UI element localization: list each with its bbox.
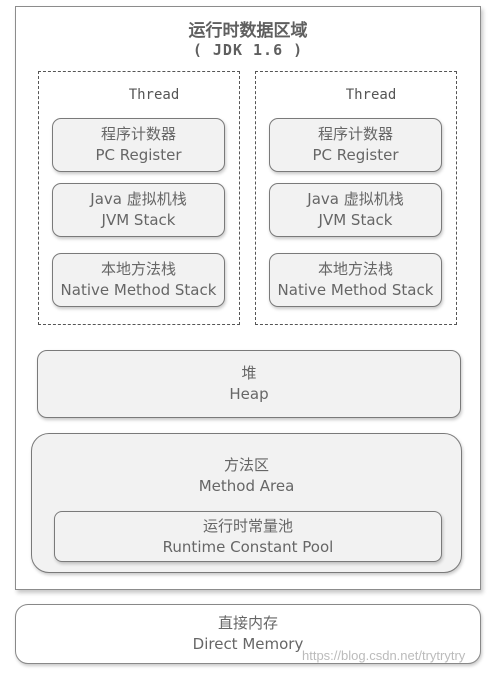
heap-box: 堆 Heap — [37, 350, 461, 418]
direct-memory-box: 直接内存 Direct Memory — [15, 604, 481, 664]
constant-pool-en-label: Runtime Constant Pool — [162, 537, 334, 556]
watermark-text: https://blog.csdn.net/trytrytry — [302, 648, 466, 663]
jvm-stack-cn-label: Java 虚拟机栈 — [90, 190, 187, 208]
native-stack-cn-label: 本地方法栈 — [100, 260, 176, 278]
pc-register-box: 程序计数器 PC Register — [269, 118, 442, 172]
thread-area-right: Thread 程序计数器 PC Register Java 虚拟机栈 JVM S… — [255, 71, 457, 325]
diagram-title: 运行时数据区域 — [188, 21, 308, 41]
thread-area-left: Thread 程序计数器 PC Register Java 虚拟机栈 JVM S… — [38, 71, 240, 325]
jvm-stack-en-label: JVM Stack — [101, 211, 176, 229]
native-method-stack-box: 本地方法栈 Native Method Stack — [269, 253, 442, 307]
native-stack-cn-label: 本地方法栈 — [317, 260, 393, 278]
pc-register-cn-label: 程序计数器 — [100, 125, 176, 143]
runtime-constant-pool-box: 运行时常量池 Runtime Constant Pool — [54, 511, 442, 562]
pc-register-en-label: PC Register — [95, 146, 182, 164]
pc-register-cn-label: 程序计数器 — [317, 125, 393, 143]
thread-label: Thread — [345, 87, 397, 103]
direct-memory-en-label: Direct Memory — [192, 635, 304, 653]
pc-register-box: 程序计数器 PC Register — [52, 118, 225, 172]
method-area-en-label: Method Area — [198, 477, 295, 495]
jvm-stack-en-label: JVM Stack — [318, 211, 393, 229]
native-stack-en-label: Native Method Stack — [277, 281, 434, 299]
jvm-stack-cn-label: Java 虚拟机栈 — [307, 190, 404, 208]
jvm-stack-box: Java 虚拟机栈 JVM Stack — [52, 183, 225, 237]
heap-cn-label: 堆 — [241, 364, 257, 382]
diagram-subtitle: ( JDK 1.6 ) — [192, 41, 304, 59]
heap-en-label: Heap — [229, 385, 269, 403]
pc-register-en-label: PC Register — [312, 146, 399, 164]
native-stack-en-label: Native Method Stack — [60, 281, 217, 299]
thread-label: Thread — [128, 87, 180, 103]
jvm-stack-box: Java 虚拟机栈 JVM Stack — [269, 183, 442, 237]
constant-pool-cn-label: 运行时常量池 — [202, 516, 293, 535]
native-method-stack-box: 本地方法栈 Native Method Stack — [52, 253, 225, 307]
method-area-cn-label: 方法区 — [223, 456, 269, 474]
direct-memory-cn-label: 直接内存 — [217, 614, 278, 632]
